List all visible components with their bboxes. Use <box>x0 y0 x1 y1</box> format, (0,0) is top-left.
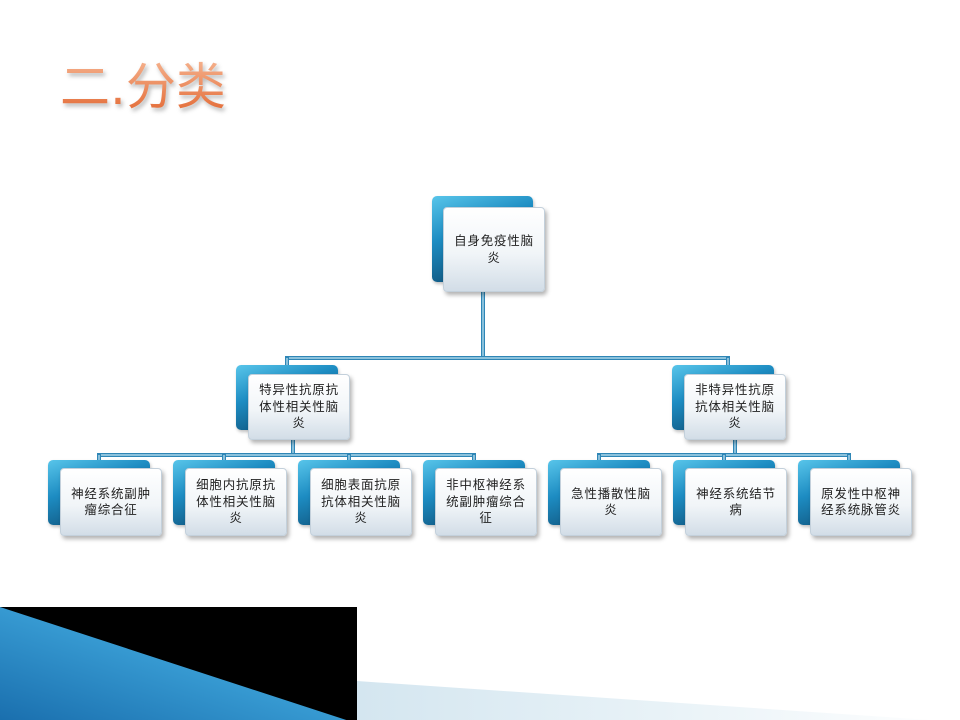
node-card: 非特异性抗原抗体相关性脑炎 <box>684 374 786 440</box>
node-card: 细胞表面抗原抗体相关性脑炎 <box>310 468 412 536</box>
node-label: 细胞表面抗原抗体相关性脑炎 <box>321 477 401 526</box>
node-card: 非中枢神经系统副肿瘤综合征 <box>435 468 537 536</box>
node-card: 自身免疫性脑炎 <box>443 207 545 292</box>
node-label: 原发性中枢神经系统脉管炎 <box>821 485 901 518</box>
node-card: 特异性抗原抗体性相关性脑炎 <box>248 374 350 440</box>
node-card: 原发性中枢神经系统脉管炎 <box>810 468 912 536</box>
node-label: 神经系统结节病 <box>696 485 776 518</box>
node-label: 非特异性抗原抗体相关性脑炎 <box>695 382 775 431</box>
node-label: 非中枢神经系统副肿瘤综合征 <box>446 477 526 526</box>
node-label: 自身免疫性脑炎 <box>454 233 534 265</box>
node-card: 细胞内抗原抗体性相关性脑炎 <box>185 468 287 536</box>
node-card: 神经系统副肿瘤综合征 <box>60 468 162 536</box>
slide-title: 二.分类 <box>60 54 226 120</box>
node-card: 神经系统结节病 <box>685 468 787 536</box>
node-label: 神经系统副肿瘤综合征 <box>71 485 151 518</box>
node-card: 急性播散性脑炎 <box>560 468 662 536</box>
node-label: 急性播散性脑炎 <box>571 485 651 518</box>
node-label: 细胞内抗原抗体性相关性脑炎 <box>196 477 276 526</box>
node-label: 特异性抗原抗体性相关性脑炎 <box>259 382 339 431</box>
